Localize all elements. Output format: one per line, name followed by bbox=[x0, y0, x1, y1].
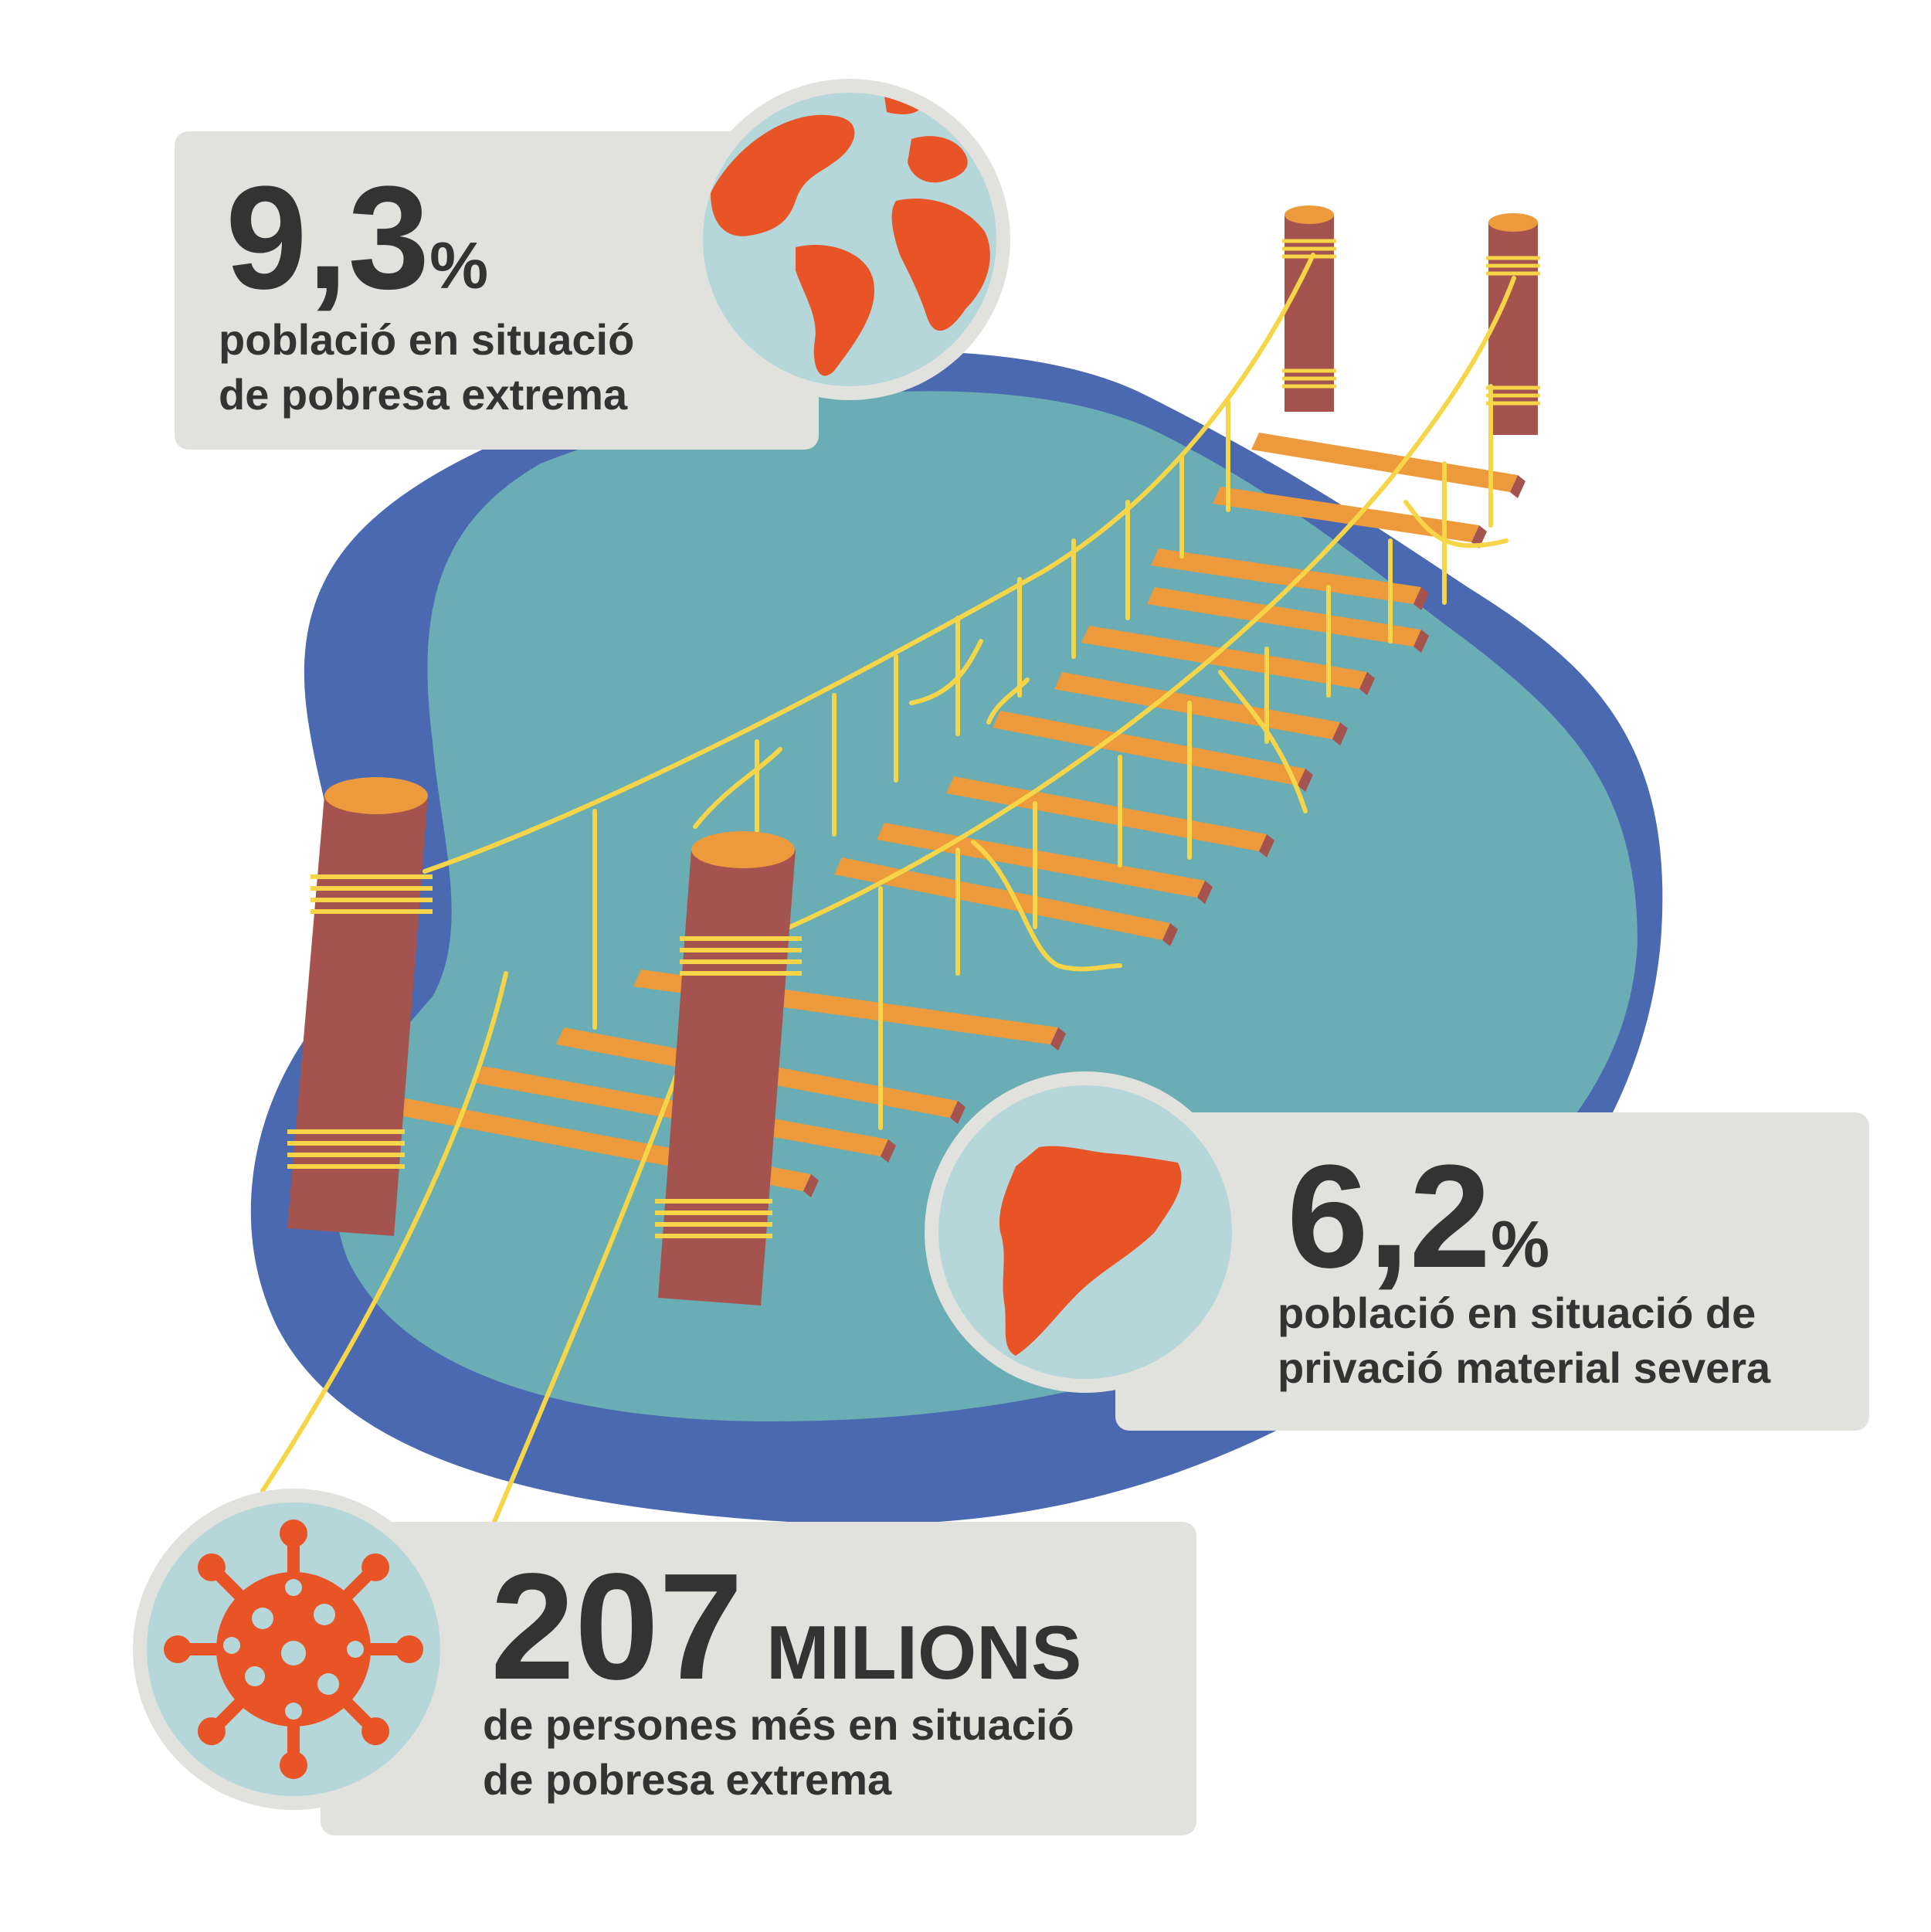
virus-spike-tip bbox=[164, 1635, 192, 1663]
bridge-plank-edge bbox=[1471, 525, 1487, 548]
globe-icon bbox=[689, 79, 1010, 400]
virus-spike-tip bbox=[280, 1519, 307, 1547]
stat-world-line1: població en situació bbox=[219, 315, 635, 364]
bridge-plank-edge bbox=[1332, 722, 1348, 745]
virus-spike-tip bbox=[361, 1553, 390, 1581]
bridge-plank-edge bbox=[881, 1139, 896, 1163]
bridge-plank bbox=[1081, 626, 1367, 689]
bridge-plank-edge bbox=[1050, 1027, 1066, 1051]
stat-world-value: 9,3% bbox=[226, 156, 489, 320]
left-rope-rail bbox=[423, 253, 1315, 1030]
virus-spike-tip bbox=[361, 1717, 390, 1746]
stat-covid-line2: de pobresa extrema bbox=[483, 1754, 892, 1804]
stat-world-unit: % bbox=[429, 229, 489, 303]
stat-covid-description: de persones més en situació de pobresa e… bbox=[483, 1698, 1074, 1807]
stat-covid-unit: MILIONS bbox=[766, 1610, 1082, 1695]
virus-spike-tip bbox=[197, 1553, 226, 1581]
stat-card-catalonia bbox=[1115, 1112, 1869, 1431]
bridge-plank bbox=[1251, 433, 1518, 492]
stat-card-covid bbox=[321, 1522, 1196, 1835]
virus-spike-tip bbox=[395, 1635, 423, 1663]
far-post-right bbox=[1486, 213, 1540, 435]
bridge-plank bbox=[1151, 548, 1421, 604]
stat-catalonia-line2: privació material severa bbox=[1278, 1343, 1771, 1392]
right-rope-rail bbox=[770, 276, 1516, 1130]
stat-catalonia-description: població en situació de privació materia… bbox=[1278, 1286, 1770, 1395]
bridge-plank bbox=[1213, 487, 1479, 542]
bridge-plank bbox=[834, 857, 1170, 940]
bridge-plank-edge bbox=[1510, 475, 1525, 498]
virus-spike-tip bbox=[197, 1717, 226, 1746]
catalonia-map-icon bbox=[925, 1071, 1246, 1393]
bridge-plank-edge bbox=[803, 1174, 819, 1197]
virus-spike-tip bbox=[280, 1751, 307, 1779]
near-post-right bbox=[655, 831, 802, 1306]
bridge-plank-edge bbox=[950, 1101, 966, 1124]
stat-catalonia-line1: població en situació de bbox=[1278, 1289, 1756, 1337]
near-post-left bbox=[287, 777, 433, 1236]
bridge-plank-edge bbox=[1259, 834, 1274, 857]
bridge-plank bbox=[1147, 587, 1421, 647]
bridge-plank-edge bbox=[1197, 881, 1213, 904]
bridge-plank-edge bbox=[1413, 630, 1429, 653]
stat-world-description: població en situació de pobresa extrema bbox=[219, 313, 634, 422]
stat-catalonia-unit: % bbox=[1491, 1208, 1550, 1282]
bridge-plank bbox=[993, 711, 1305, 786]
stat-covid-line1: de persones més en situació bbox=[483, 1700, 1074, 1749]
stat-world-line2: de pobresa extrema bbox=[219, 369, 628, 419]
bridge-plank-edge bbox=[1359, 672, 1375, 695]
bridge-plank-edge bbox=[1162, 923, 1178, 946]
bridge-plank-edge bbox=[1413, 587, 1429, 610]
bridge-plank-edge bbox=[1298, 769, 1313, 792]
far-post-left bbox=[1282, 205, 1336, 412]
stat-catalonia-value: 6,2% bbox=[1287, 1135, 1550, 1299]
virus-icon bbox=[133, 1489, 454, 1810]
